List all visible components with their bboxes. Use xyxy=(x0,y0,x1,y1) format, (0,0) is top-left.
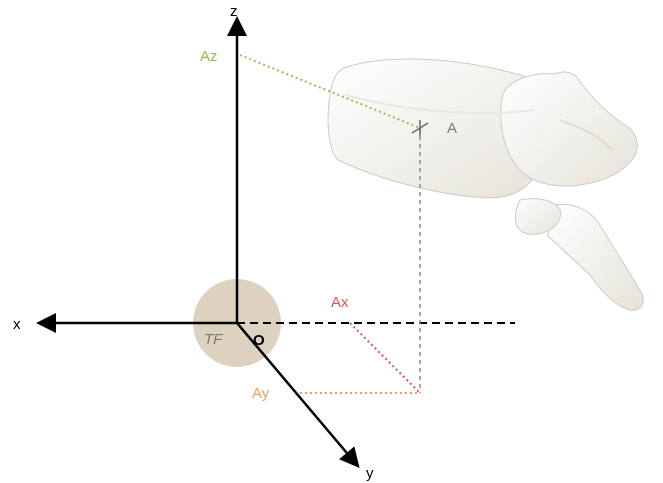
ay-label: Ay xyxy=(252,385,270,402)
vertebra-body xyxy=(327,58,553,199)
x-axis-label: x xyxy=(13,316,21,333)
projection-az-line xyxy=(239,54,421,129)
vertebra-lower-process xyxy=(514,198,562,235)
ax-label: Ax xyxy=(331,294,349,311)
y-axis xyxy=(236,322,360,469)
point-a-label: A xyxy=(447,120,457,137)
y-axis-label: y xyxy=(366,465,374,482)
vertebra-transverse-process xyxy=(547,203,644,311)
az-label: Az xyxy=(200,48,218,65)
vertebra-spinous-process xyxy=(500,71,638,187)
z-axis-label: z xyxy=(230,3,238,20)
projection-ax-line xyxy=(349,322,421,394)
tf-label: TF xyxy=(204,331,223,348)
point-a-marker xyxy=(411,120,429,136)
vertebra-image xyxy=(327,58,644,311)
origin-label: O xyxy=(253,332,265,349)
